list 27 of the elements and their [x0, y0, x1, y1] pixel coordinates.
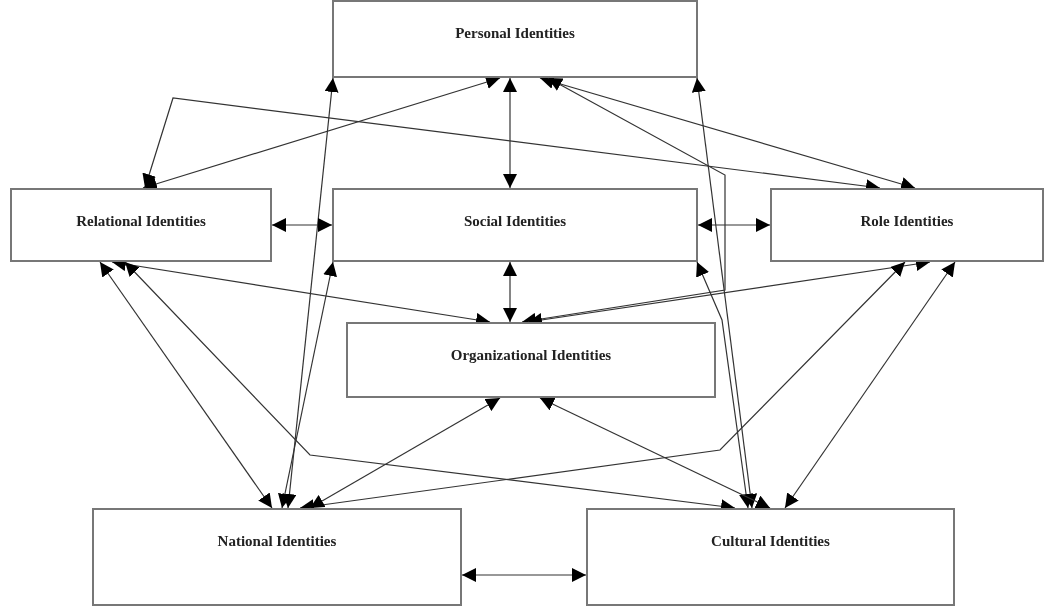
double-arrow: [503, 261, 517, 323]
double-arrow: [503, 77, 517, 189]
double-arrow: [99, 261, 273, 509]
identity-box: [586, 508, 955, 606]
box-label: Social Identities: [463, 212, 567, 231]
box-label: Personal Identities: [455, 24, 575, 43]
box-label: Role Identities: [860, 212, 954, 231]
double-arrow: [697, 218, 771, 232]
box-label: National Identities: [217, 532, 337, 551]
box-label: Relational Identities: [76, 212, 206, 231]
identity-box: [10, 188, 272, 262]
box-label: Cultural Identities: [711, 532, 830, 551]
double-arrow: [691, 77, 758, 509]
double-arrow: [278, 261, 337, 509]
double-arrow: [696, 261, 753, 509]
double-arrow: [309, 397, 501, 509]
identity-box: [332, 0, 698, 78]
double-arrow: [282, 77, 339, 509]
double-arrow: [784, 261, 956, 509]
identity-box: [770, 188, 1044, 262]
identity-box: [346, 322, 716, 398]
double-arrow: [461, 568, 587, 582]
identity-box: [92, 508, 462, 606]
double-arrow: [271, 218, 333, 232]
box-label: Organizational Identities: [450, 346, 612, 365]
identity-box: [332, 188, 698, 262]
double-arrow: [539, 397, 771, 509]
